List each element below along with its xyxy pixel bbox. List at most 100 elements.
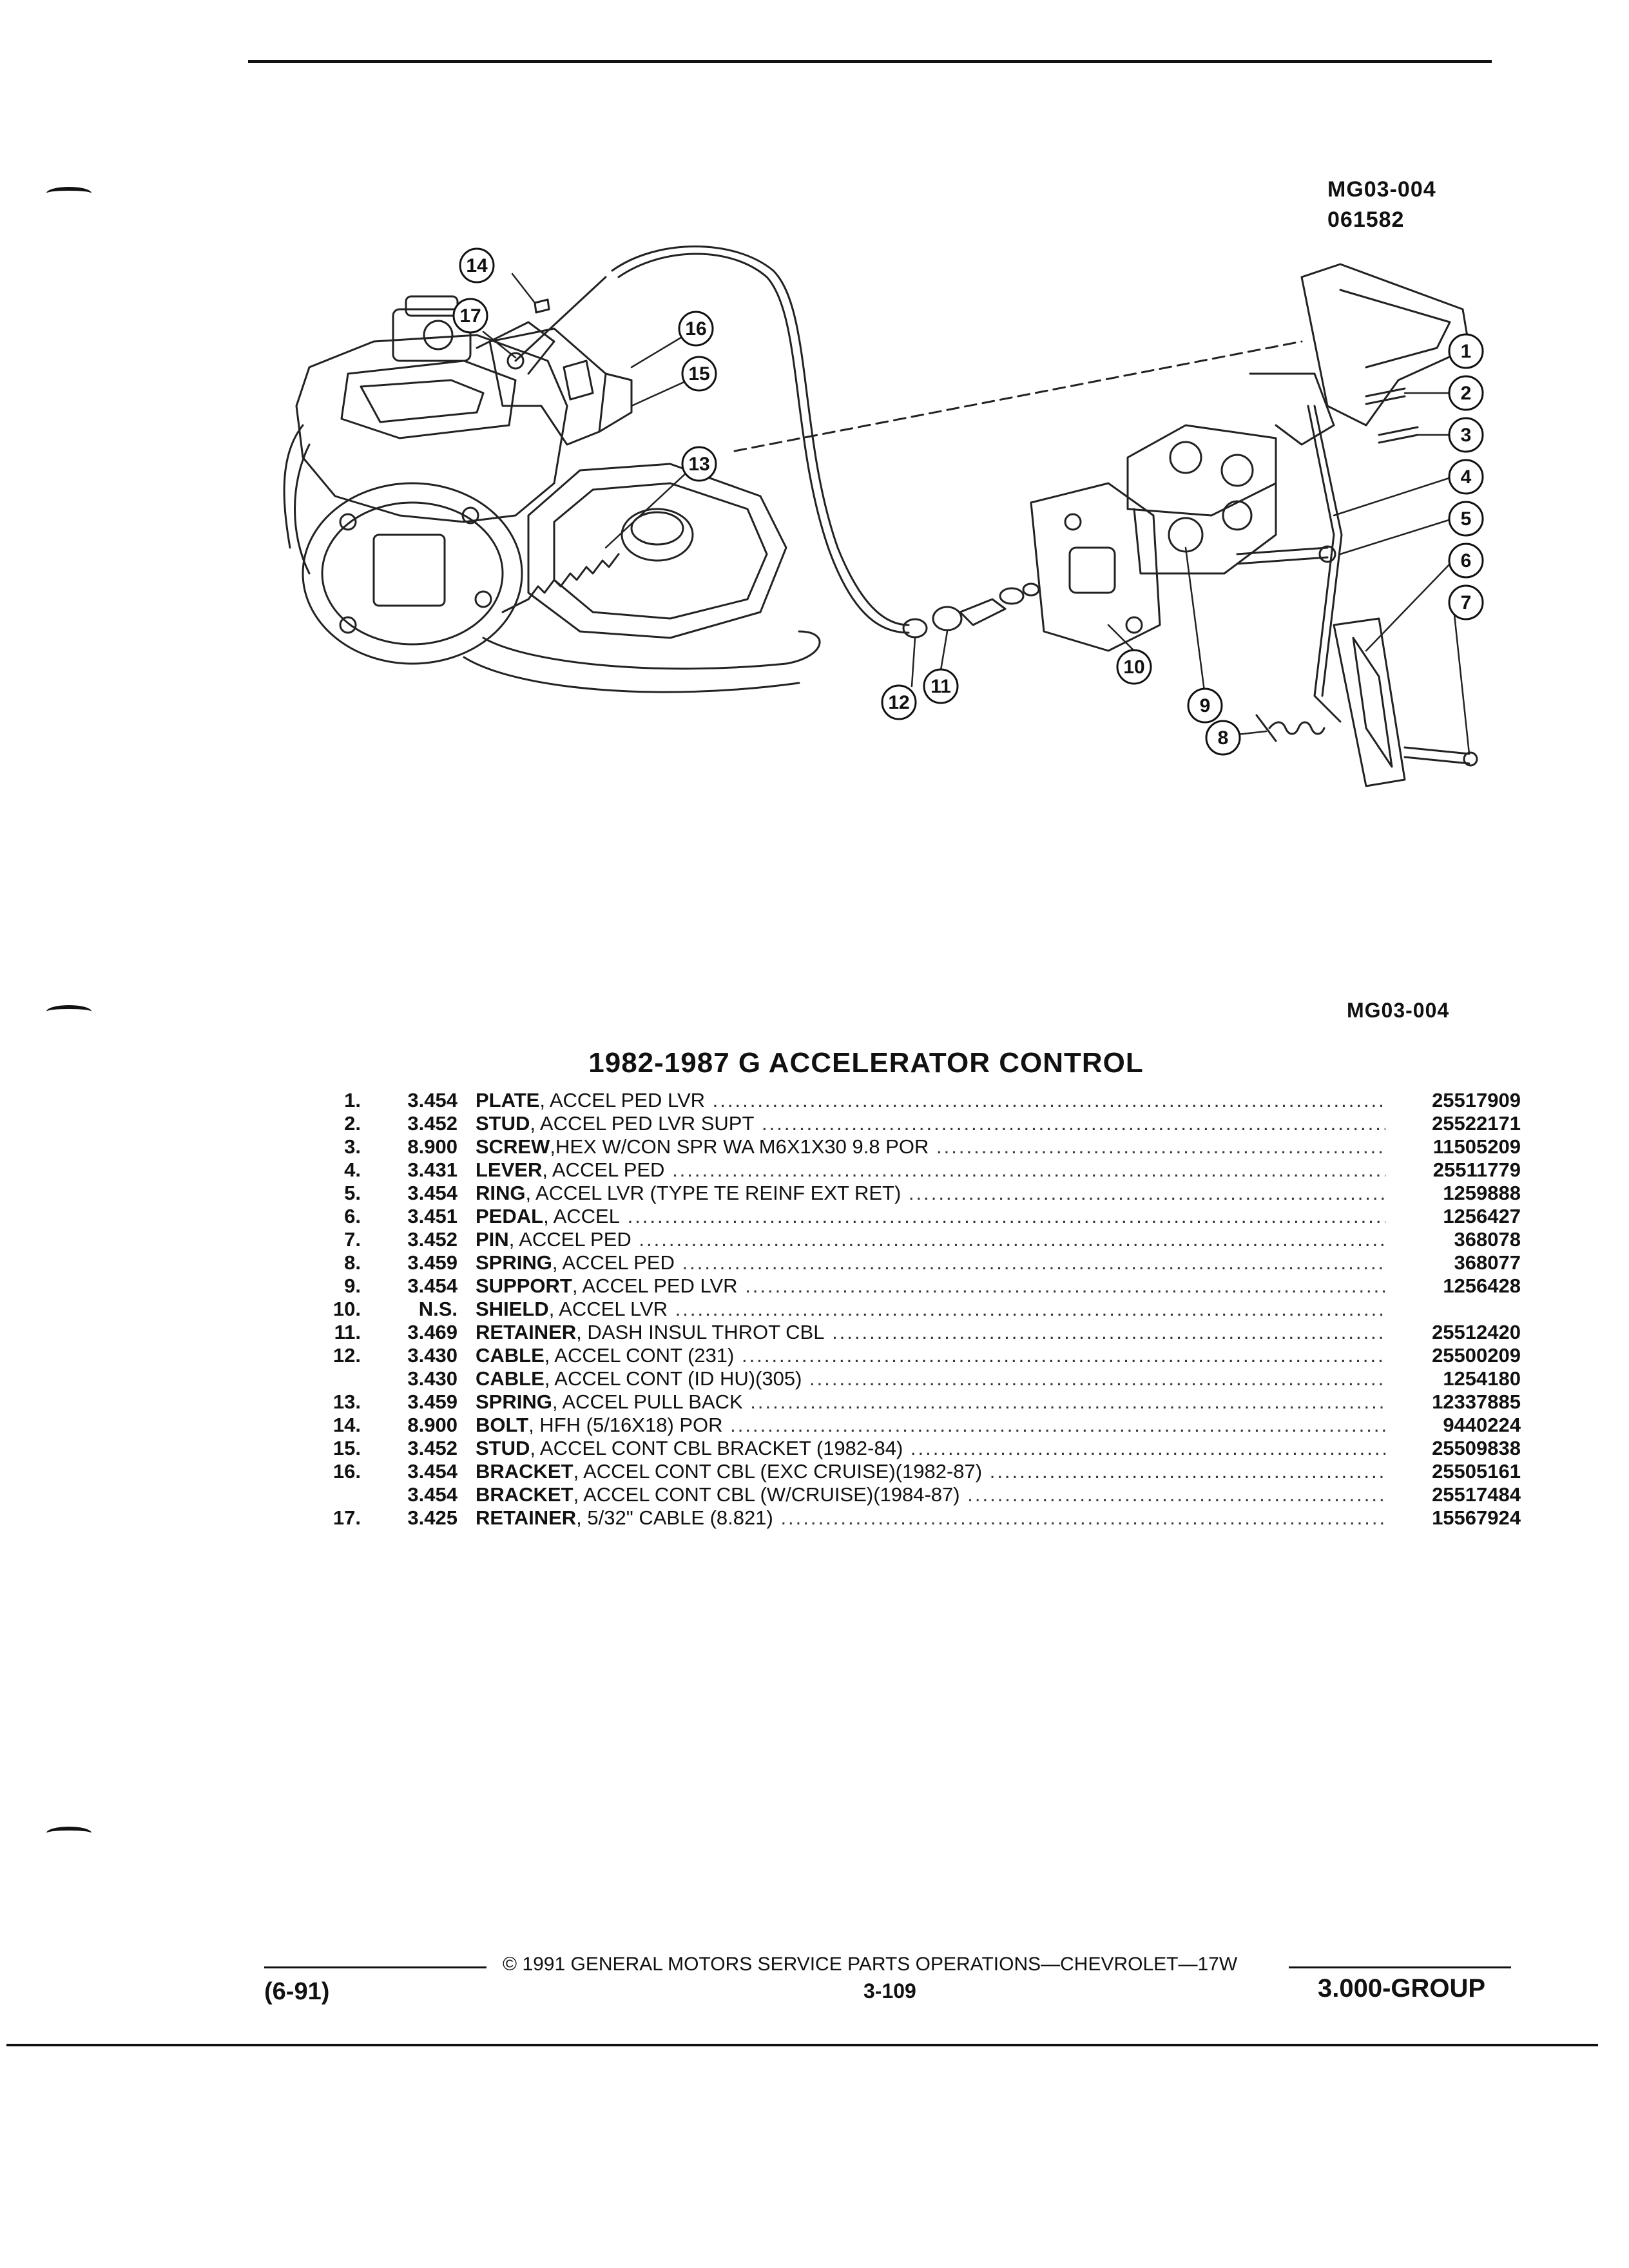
svg-text:15: 15 bbox=[688, 363, 709, 385]
part-description: PEDAL, ACCEL ...........................… bbox=[476, 1205, 1385, 1228]
group-number: 3.454 bbox=[407, 1274, 458, 1297]
item-number: 17. bbox=[333, 1506, 361, 1529]
part-number: 25517484 bbox=[1432, 1483, 1521, 1506]
part-number: 25500209 bbox=[1432, 1344, 1521, 1367]
part-description: STUD, ACCEL CONT CBL BRACKET (1982-84) .… bbox=[476, 1437, 1385, 1460]
part-description: RING, ACCEL LVR (TYPE TE REINF EXT RET) … bbox=[476, 1182, 1385, 1205]
part-detail: , 5/32" CABLE (8.821) bbox=[576, 1506, 773, 1529]
part-description: PIN, ACCEL PED .........................… bbox=[476, 1228, 1385, 1251]
exploded-diagram: 14 17 16 15 13 12 11 10 9 8 1 2 3 4 5 6 … bbox=[283, 245, 1484, 787]
parts-row: 9. 3.454 SUPPORT, ACCEL PED LVR ..........… bbox=[322, 1274, 1521, 1298]
item-number: 3. bbox=[344, 1135, 361, 1158]
callout-7: 7 bbox=[1448, 584, 1484, 620]
group-label: 3.000-GROUP bbox=[1318, 1974, 1486, 2003]
leader-dots: ........................................… bbox=[908, 1182, 1385, 1204]
svg-text:11: 11 bbox=[930, 676, 951, 697]
part-description: BRACKET, ACCEL CONT CBL (W/CRUISE)(1984-… bbox=[476, 1483, 1385, 1506]
part-number: 11505209 bbox=[1432, 1135, 1521, 1158]
figure-code-bottom: MG03-004 bbox=[1347, 999, 1450, 1022]
group-number: 3.430 bbox=[407, 1367, 458, 1390]
svg-text:1: 1 bbox=[1461, 341, 1472, 362]
part-detail: , HFH (5/16X18) POR bbox=[528, 1414, 723, 1436]
part-number: 368077 bbox=[1454, 1251, 1521, 1274]
svg-text:4: 4 bbox=[1461, 466, 1472, 488]
item-number: 16. bbox=[333, 1460, 361, 1483]
part-number: 25509838 bbox=[1432, 1437, 1521, 1459]
part-name: SPRING bbox=[476, 1390, 552, 1413]
part-name: CABLE bbox=[476, 1344, 545, 1367]
engine-assembly bbox=[283, 276, 821, 693]
part-description: SUPPORT, ACCEL PED LVR .................… bbox=[476, 1274, 1385, 1298]
part-description: BRACKET, ACCEL CONT CBL (EXC CRUISE)(198… bbox=[476, 1460, 1385, 1483]
leader-dots: ........................................… bbox=[730, 1414, 1385, 1436]
footer-rule-right bbox=[1289, 1966, 1511, 1968]
svg-text:16: 16 bbox=[685, 318, 706, 340]
svg-text:10: 10 bbox=[1123, 657, 1144, 678]
item-number: 15. bbox=[333, 1437, 361, 1459]
group-number: 3.452 bbox=[407, 1228, 458, 1251]
part-detail: , ACCEL CONT (ID HU)(305) bbox=[544, 1367, 802, 1390]
svg-text:6: 6 bbox=[1461, 550, 1472, 572]
margin-mark bbox=[46, 1827, 92, 1840]
item-number: 7. bbox=[344, 1228, 361, 1251]
part-detail: , ACCEL CONT CBL (EXC CRUISE)(1982-87) bbox=[573, 1460, 983, 1483]
item-number: 6. bbox=[344, 1205, 361, 1227]
part-name: STUD bbox=[476, 1437, 530, 1459]
figure-date: 061582 bbox=[1327, 207, 1405, 232]
group-number: 3.459 bbox=[407, 1251, 458, 1274]
leader-dots: ........................................… bbox=[780, 1506, 1385, 1529]
leader-dots: ........................................… bbox=[672, 1158, 1385, 1181]
pedal-assembly bbox=[733, 263, 1478, 787]
part-detail: , ACCEL PED bbox=[508, 1228, 631, 1251]
part-number: 25511779 bbox=[1432, 1158, 1521, 1181]
part-name: SCREW bbox=[476, 1135, 550, 1158]
group-number: 3.459 bbox=[407, 1390, 458, 1413]
part-name: BRACKET bbox=[476, 1483, 574, 1506]
svg-text:2: 2 bbox=[1461, 383, 1472, 404]
callout-14: 14 bbox=[459, 247, 495, 284]
part-name: LEVER bbox=[476, 1158, 543, 1181]
parts-row: 7. 3.452 PIN, ACCEL PED ..................… bbox=[322, 1228, 1521, 1251]
svg-text:8: 8 bbox=[1218, 727, 1229, 749]
leader-dots: ........................................… bbox=[809, 1367, 1385, 1390]
revision: (6-91) bbox=[264, 1978, 330, 2005]
svg-text:17: 17 bbox=[459, 305, 481, 327]
svg-text:14: 14 bbox=[466, 255, 488, 276]
svg-text:5: 5 bbox=[1461, 508, 1472, 530]
callout-3: 3 bbox=[1448, 417, 1484, 453]
group-number: 3.451 bbox=[407, 1205, 458, 1227]
leader-dots: ........................................… bbox=[989, 1460, 1385, 1483]
callout-12: 12 bbox=[881, 684, 917, 720]
part-description: SPRING, ACCEL PED ......................… bbox=[476, 1251, 1385, 1274]
group-number: 8.900 bbox=[407, 1414, 458, 1436]
part-name: PIN bbox=[476, 1228, 509, 1251]
group-number: 3.431 bbox=[407, 1158, 458, 1181]
callout-1: 1 bbox=[1448, 333, 1484, 369]
throttle-cable bbox=[611, 245, 1040, 639]
item-number: 9. bbox=[344, 1274, 361, 1297]
part-name: SUPPORT bbox=[476, 1274, 572, 1297]
group-number: 3.469 bbox=[407, 1321, 458, 1343]
part-number: 25522171 bbox=[1432, 1112, 1521, 1135]
item-number: 12. bbox=[333, 1344, 361, 1367]
part-description: LEVER, ACCEL PED .......................… bbox=[476, 1158, 1385, 1182]
leader-dots: ........................................… bbox=[750, 1390, 1385, 1413]
part-number: 1254180 bbox=[1443, 1367, 1521, 1390]
leader-dots: ........................................… bbox=[675, 1298, 1385, 1320]
part-description: CABLE, ACCEL CONT (231) ................… bbox=[476, 1344, 1385, 1367]
part-detail: , ACCEL CONT (231) bbox=[544, 1344, 735, 1367]
leader-dots: ........................................… bbox=[745, 1274, 1385, 1297]
leader-dots: ........................................… bbox=[741, 1344, 1385, 1367]
callout-5: 5 bbox=[1448, 501, 1484, 537]
leader-dots: ........................................… bbox=[967, 1483, 1385, 1506]
part-name: RING bbox=[476, 1182, 526, 1204]
